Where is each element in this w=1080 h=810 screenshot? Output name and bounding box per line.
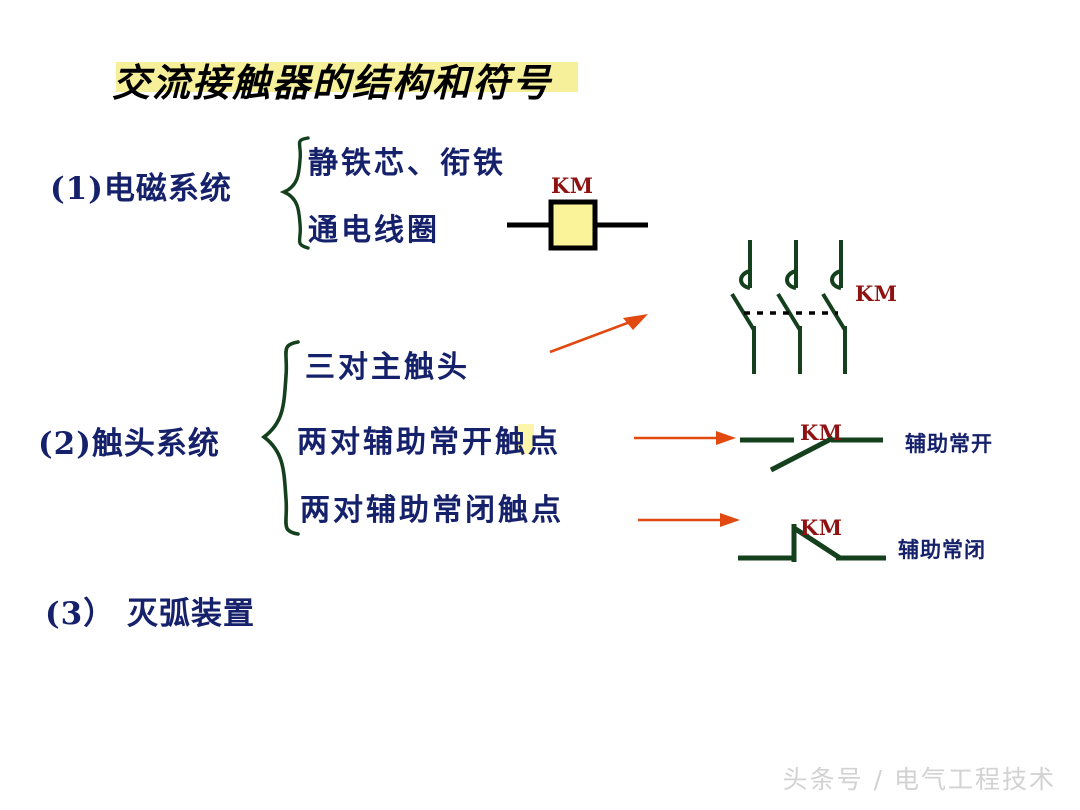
km-label-aux-no: KM xyxy=(800,420,843,445)
section-1-label: (1)电磁系统 xyxy=(50,171,232,207)
watermark-text: 头条号 / 电气工程技术 xyxy=(782,765,1056,794)
three-pole-main-contacts-symbol xyxy=(730,240,847,374)
brace-section-1 xyxy=(279,136,310,250)
title-highlight-bar xyxy=(116,62,578,92)
section-2-item-3: 两对辅助常闭触点 xyxy=(300,493,564,528)
pointer-arrow-nc-contact xyxy=(638,513,740,527)
section-1-item-1: 静铁芯、衔铁 xyxy=(308,146,506,181)
pointer-arrow-main-contacts xyxy=(549,314,648,354)
pointer-arrow-no-contact xyxy=(634,431,736,445)
aux-no-caption: 辅助常开 xyxy=(905,431,993,456)
page-title: 交流接触器的结构和符号 xyxy=(112,60,553,105)
brace-section-2 xyxy=(261,340,300,536)
contactor-coil-symbol xyxy=(507,199,648,251)
auxiliary-nc-contact-symbol xyxy=(738,524,886,562)
section-1-item-2: 通电线圈 xyxy=(308,213,440,248)
km-label-coil: KM xyxy=(551,173,594,198)
inline-highlight-mark xyxy=(518,424,534,454)
km-label-main-contacts: KM xyxy=(855,281,898,306)
section-2-item-2: 两对辅助常开触点 xyxy=(297,425,561,460)
section-2-item-1: 三对主触头 xyxy=(305,350,470,385)
section-2-label: (2)触头系统 xyxy=(38,426,220,462)
auxiliary-no-contact-symbol xyxy=(740,435,883,473)
km-label-aux-nc: KM xyxy=(800,515,843,540)
aux-nc-caption: 辅助常闭 xyxy=(898,537,986,562)
section-3-label: (3） 灭弧装置 xyxy=(45,596,256,632)
